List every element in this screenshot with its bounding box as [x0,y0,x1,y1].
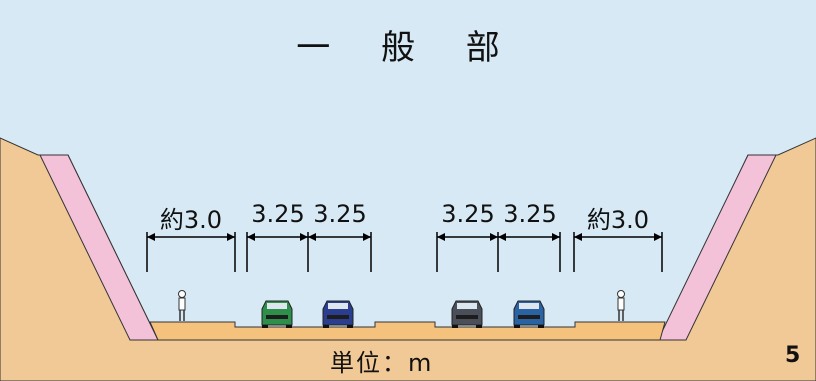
dimension-label-left-sidewalk: 約3.0 [159,206,223,234]
dimension-lines [146,232,663,272]
dimension-label-lane-4: 3.25 [503,200,557,228]
car-icon [451,300,483,328]
pedestrian-icon [617,290,625,321]
dimension-label-lane-3: 3.25 [441,200,495,228]
dimension-label-lane-1: 3.25 [251,200,305,228]
page-number: 5 [785,343,801,368]
road-deck [149,321,666,341]
dimension-label-lane-2: 3.25 [313,200,367,228]
right-retaining-wall [657,154,777,341]
car-icon [513,300,545,328]
pedestrian-icon [178,290,186,321]
car-icon [261,300,293,328]
dimension-label-right-sidewalk: 約3.0 [586,206,650,234]
dimension-arrowheads [147,233,662,241]
unit-label: 単位：m [330,349,434,377]
car-icon [322,300,354,328]
section-title: 一 般 部 [296,28,520,68]
